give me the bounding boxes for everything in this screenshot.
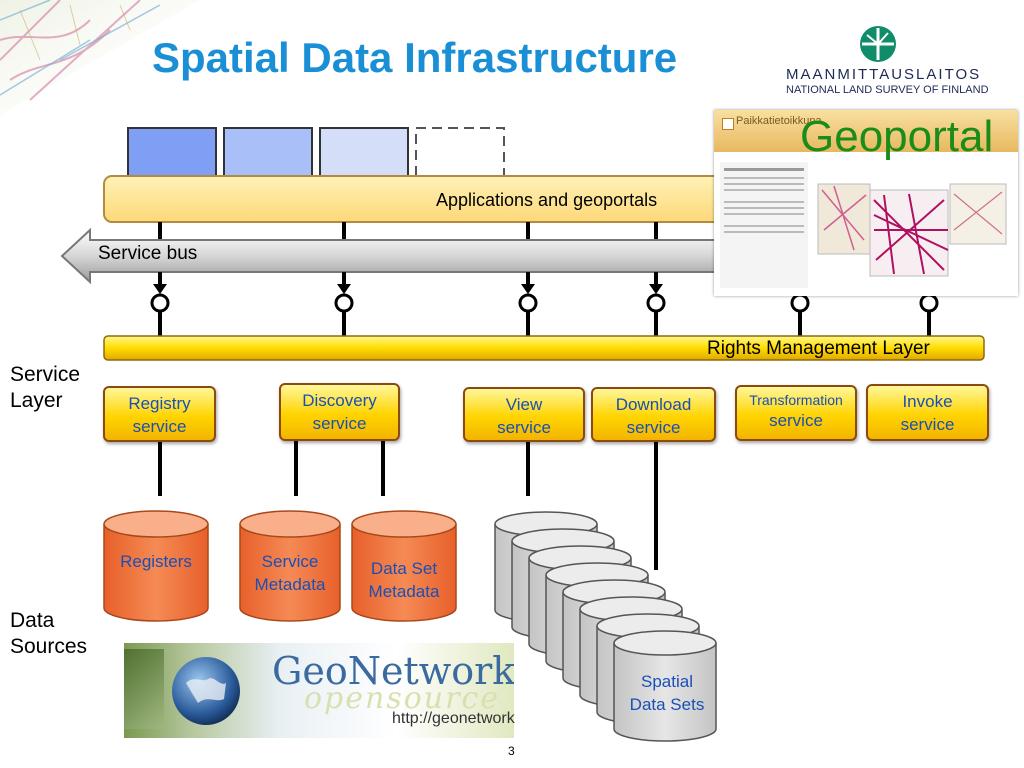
geonetwork-subtitle: opensource [304, 681, 501, 716]
geoportal-title: Geoportal [800, 112, 994, 161]
connector-download [646, 293, 666, 313]
registers-label: Registers [120, 552, 192, 571]
logo-name-fi: MAANMITTAUSLAITOS [786, 66, 982, 83]
service-metadata-cylinder [239, 510, 341, 622]
application-box-2 [223, 127, 313, 185]
geonetwork-banner: GeoNetwork opensource [124, 643, 514, 738]
geoportal-site-name: Paikkatietoikkuna [736, 115, 822, 127]
connector-view [518, 293, 538, 313]
arrowhead-view [521, 284, 535, 294]
geoportal-header: Paikkatietoikkuna [714, 110, 1018, 152]
geoportal-map-thumbnails [817, 183, 1007, 277]
rights-management-bar [103, 335, 985, 361]
slide-title: Spatial Data Infrastructure [152, 34, 678, 81]
map-corner-decoration [0, 0, 200, 115]
geonetwork-name: GeoNetwork [272, 649, 514, 693]
geoportal-screenshot: Paikkatietoikkuna [714, 110, 1018, 296]
connector-transformation [790, 293, 810, 313]
geoportal-logo-icon [722, 118, 734, 130]
connector-invoke [919, 293, 939, 313]
logo-name-en: NATIONAL LAND SURVEY OF FINLAND [786, 84, 989, 96]
applications-label: Applications and geoportals [436, 190, 658, 210]
geoportal-sidebar [720, 162, 808, 288]
nls-logo-icon [860, 26, 896, 62]
spatial-data-sets-stack [494, 511, 717, 742]
application-box-placeholder [415, 127, 505, 185]
dataset-metadata-cylinder [351, 510, 457, 622]
connector-discovery [334, 293, 354, 313]
data-sources-label: Data Sources [10, 609, 88, 658]
leaf-decoration [124, 649, 164, 729]
applications-bar [103, 175, 765, 223]
rights-management-label: Rights Management Layer [707, 338, 930, 359]
connector-registry [150, 293, 170, 313]
geonetwork-url: http://geonetwork [392, 710, 515, 727]
application-box-3 [319, 127, 409, 185]
registers-cylinder [103, 510, 209, 622]
arrowhead-download [649, 284, 663, 294]
service-bus-label: Service bus [98, 243, 198, 264]
spatial-data-cylinder [613, 630, 717, 742]
page-number: 3 [508, 744, 515, 758]
globe-icon [172, 657, 240, 725]
arrowhead-registry [153, 284, 167, 294]
arrowhead-discovery [337, 284, 351, 294]
service-layer-label: Service Layer [10, 363, 81, 412]
application-box-1 [127, 127, 217, 185]
